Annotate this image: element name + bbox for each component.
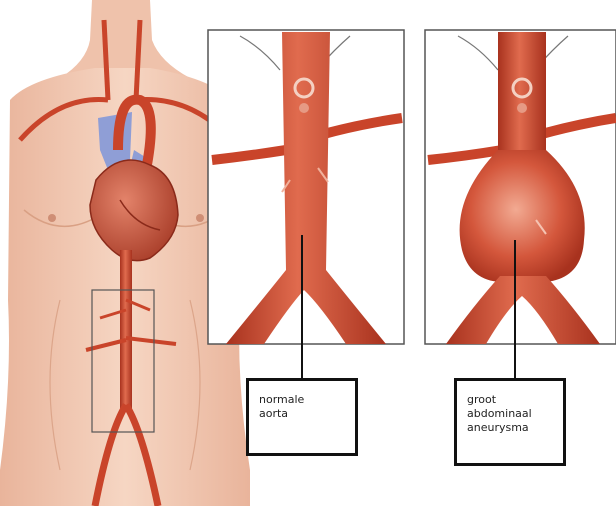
normal-aorta-panel [208, 30, 404, 380]
celiac-ring [517, 103, 527, 113]
label-line: aorta [259, 407, 345, 421]
label-line: abdominaal [467, 407, 553, 421]
aneurysm-panel [425, 30, 616, 380]
aneurysm-label: groot abdominaal aneurysma [454, 378, 566, 466]
nipple [48, 214, 56, 222]
label-line: normale [259, 393, 345, 407]
normal-aorta-label: normale aorta [246, 378, 358, 456]
celiac-ring [299, 103, 309, 113]
descending-aorta [120, 250, 132, 410]
label-line: aneurysma [467, 421, 553, 435]
neck [60, 0, 190, 78]
label-line: groot [467, 393, 553, 407]
nipple [196, 214, 204, 222]
